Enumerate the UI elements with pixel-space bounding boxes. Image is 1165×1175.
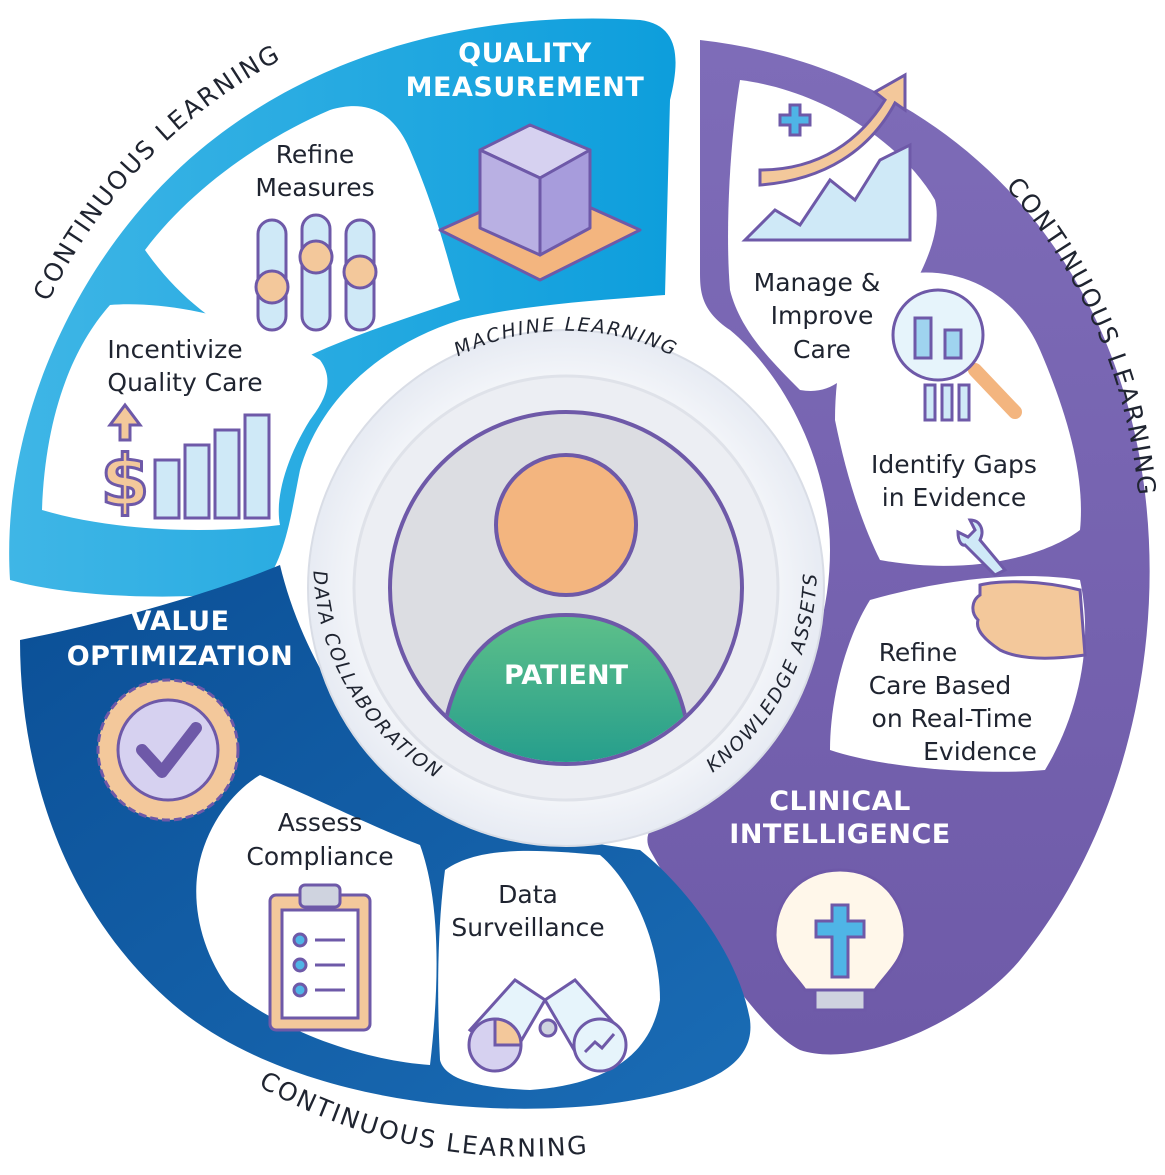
clipboard-icon (268, 883, 372, 1032)
lightbulb-icon (773, 868, 907, 1012)
manage-line1: Manage & (754, 268, 881, 297)
sliders-icon (254, 213, 378, 332)
quality-title-line1: QUALITY (458, 38, 592, 69)
refine-measures-line2: Measures (255, 173, 374, 202)
refine-care-line1: Refine (879, 638, 958, 667)
svg-text:$: $ (101, 440, 150, 522)
surveillance-line2: Surveillance (451, 913, 604, 942)
incentivize-line1: Incentivize (107, 335, 242, 364)
assess-line1: Assess (278, 808, 363, 837)
refine-care-line3: on Real-Time (872, 704, 1033, 733)
value-title-line2: OPTIMIZATION (67, 641, 294, 672)
refine-care-line2: Care Based (869, 671, 1012, 700)
hand-wrench-icon (956, 518, 1087, 660)
patient-label: PATIENT (504, 660, 629, 691)
patient-avatar (437, 453, 695, 762)
gaps-line1: Identify Gaps (871, 450, 1037, 479)
clinical-title-line2: INTELLIGENCE (729, 819, 950, 850)
cube-icon (438, 123, 642, 282)
magnifier-icon (891, 288, 1022, 422)
manage-line3: Care (793, 335, 851, 364)
gaps-line2: in Evidence (882, 483, 1027, 512)
incentivize-line2: Quality Care (107, 368, 262, 397)
value-title-line1: VALUE (130, 606, 229, 637)
dollar-growth-icon: $ (99, 402, 271, 524)
clinical-title-line1: CLINICAL (769, 786, 911, 817)
manage-line2: Improve (771, 301, 874, 330)
refine-measures-line1: Refine (276, 140, 355, 169)
binoculars-icon (467, 978, 628, 1073)
surveillance-line1: Data (498, 880, 558, 909)
growth-chart-icon (741, 72, 912, 242)
quality-title-line2: MEASUREMENT (406, 72, 645, 103)
assess-line2: Compliance (246, 842, 393, 871)
refine-care-line4: Evidence (923, 737, 1037, 766)
check-badge-icon (96, 678, 240, 822)
